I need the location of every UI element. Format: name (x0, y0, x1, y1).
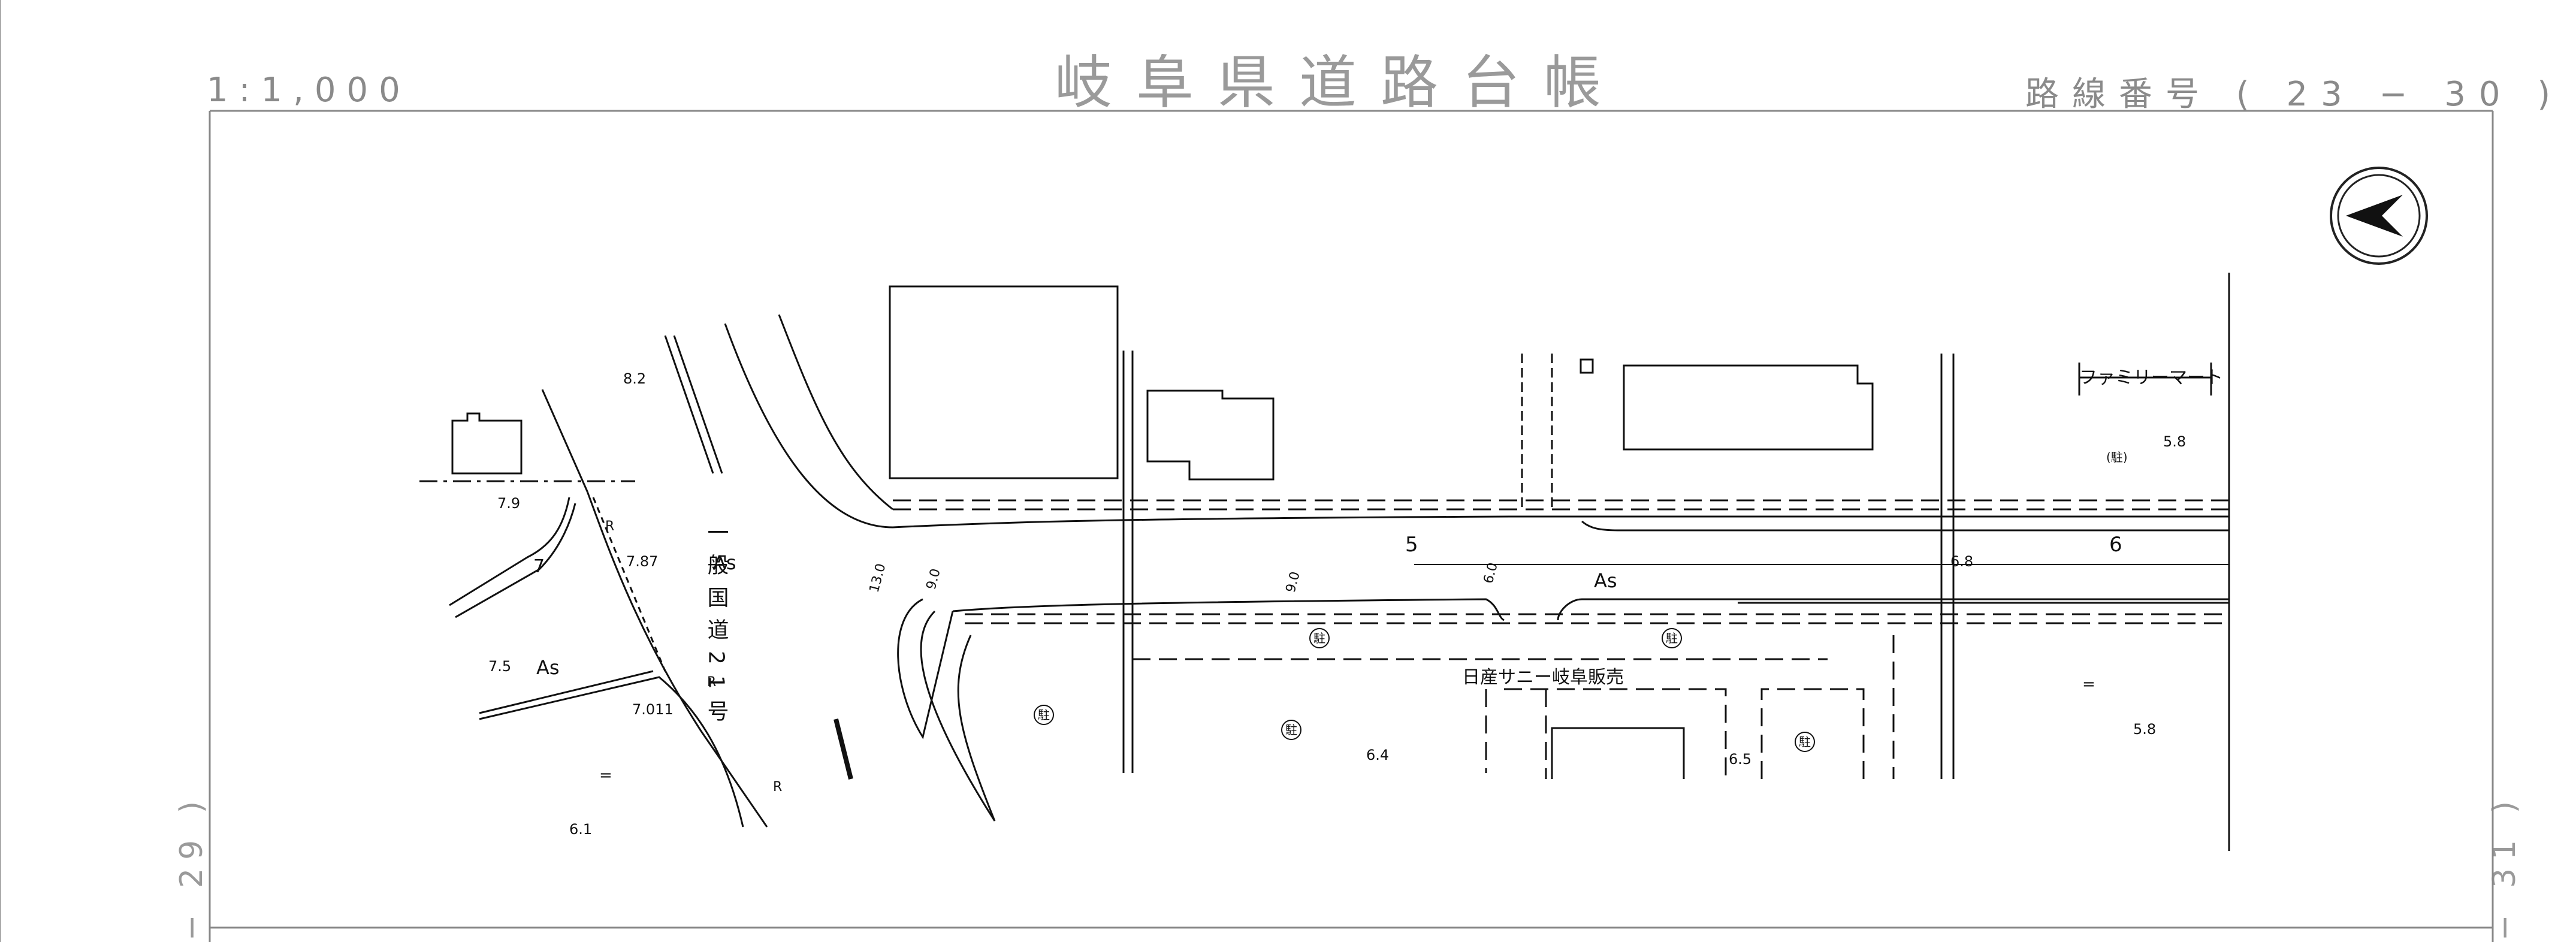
parking-mark-2: 駐 (1666, 631, 1678, 645)
scale-label: 1:1,000 (207, 71, 411, 110)
nissan-label: 日産サニー岐阜販売 (1462, 667, 1624, 688)
island-curve (897, 598, 954, 739)
road-edge-lower-right (1557, 598, 2229, 621)
station-5: 5 (1405, 533, 1418, 557)
building-upper-middle (1146, 390, 1275, 481)
left-lower-road (479, 676, 744, 828)
national-road-label: 一般国道21号 (704, 521, 729, 732)
familymart-label: ファミリーマート (2079, 367, 2223, 388)
elev-6-8: 6.8 (1950, 553, 1973, 570)
familymart-frame (2078, 363, 2212, 395)
elev-7-5: 7.5 (488, 658, 511, 675)
width-9-0-left: 9.0 (924, 567, 944, 591)
surface-label-national: As (713, 551, 736, 574)
elev-7-87: 7.87 (626, 553, 658, 570)
station-7: 7 (533, 556, 545, 577)
road-edge-lower (952, 598, 1505, 621)
parking-mark-5: 駐 (1799, 735, 1811, 749)
left-road-edge (541, 389, 768, 828)
national-road-edge (724, 323, 893, 529)
elev-7-011: 7.011 (632, 701, 674, 718)
building-large-upper (889, 285, 1119, 479)
parking-mark-paren: (駐) (2106, 450, 2128, 464)
elev-5-8-upper: 5.8 (2163, 433, 2186, 450)
r-mark-2: R (707, 675, 716, 690)
left-road-curve (455, 503, 576, 618)
r-mark-1: R (605, 519, 614, 534)
double-bar-left: = (599, 766, 612, 784)
width-9-0-center: 9.0 (1284, 570, 1303, 594)
elev-6-4: 6.4 (1366, 747, 1389, 763)
elev-6-5: 6.5 (1729, 751, 1751, 768)
elev-6-1: 6.1 (569, 821, 592, 838)
width-13-0: 13.0 (867, 562, 889, 594)
parking-mark-3: 駐 (1038, 708, 1050, 722)
elev-8-2: 8.2 (623, 370, 646, 387)
north-arrow-icon (2330, 167, 2428, 265)
double-bar-right: = (2082, 675, 2095, 693)
building-lower-middle (1551, 727, 1685, 779)
r-mark-3: R (773, 780, 782, 795)
parking-mark-4: 駐 (1285, 723, 1297, 737)
route-number: 路線番号 ( 23 − 30 ) (2025, 75, 2564, 114)
parking-mark-1: 駐 (1313, 631, 1325, 645)
surface-label-main: As (1594, 569, 1617, 592)
station-6: 6 (2109, 533, 2122, 557)
map-title: 岐阜県道路台帳 (1055, 49, 1625, 116)
national-road-median-a (664, 335, 714, 474)
building-left-small (451, 412, 523, 475)
elev-5-8-lower: 5.8 (2133, 721, 2156, 738)
building-upper-right (1623, 364, 1874, 451)
surface-label-left: As (536, 656, 560, 679)
elev-7-9: 7.9 (497, 495, 520, 512)
road-edge-upper (892, 515, 2230, 529)
